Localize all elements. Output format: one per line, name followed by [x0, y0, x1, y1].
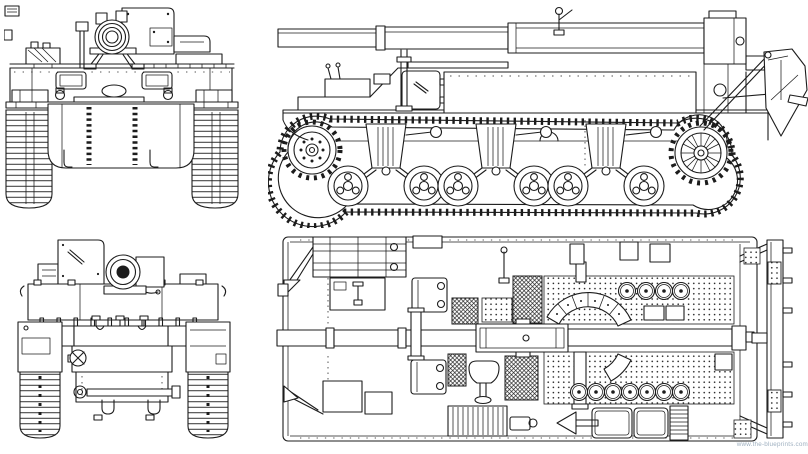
front-deck-rail [9, 63, 235, 69]
drive-sprocket [281, 119, 343, 181]
front-siren-cluster [25, 41, 61, 68]
rear-tracks [19, 371, 229, 439]
rear-view [17, 239, 231, 439]
rear-hull-plates [67, 345, 181, 421]
sight-post [553, 6, 573, 36]
front-right-stowage [173, 35, 223, 65]
rear-idler [668, 120, 734, 186]
gun-barrel [277, 10, 747, 65]
top-travel-lock-frame [277, 236, 407, 415]
side-hull [282, 55, 769, 141]
recoil-spade [699, 48, 808, 137]
top-traverse-arc [546, 291, 632, 382]
top-forward-compartment [322, 246, 510, 415]
barrel-travel-lock [395, 49, 509, 112]
top-ammo-racks [447, 275, 543, 401]
front-gun-mount [75, 7, 175, 70]
front-final-drive-housing [47, 103, 195, 169]
rear-fender-boxes [17, 321, 231, 373]
front-view [4, 5, 239, 209]
top-view [276, 235, 793, 442]
front-tracks [5, 109, 239, 209]
top-ammo-tubes [569, 281, 691, 402]
top-equipment [412, 235, 733, 441]
rear-spade-folded [39, 315, 198, 351]
watermark: www.the-blueprints.com [736, 441, 808, 448]
rear-breech [103, 254, 165, 295]
front-hull [5, 67, 239, 109]
side-bogies [328, 124, 664, 206]
side-view [268, 6, 808, 228]
front-misc-fittings [4, 5, 20, 41]
